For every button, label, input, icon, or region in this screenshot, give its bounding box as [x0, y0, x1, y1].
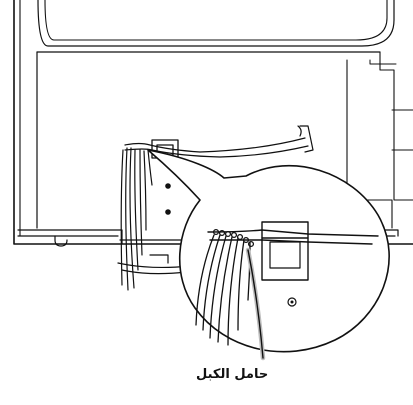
callout-leader-line	[245, 247, 266, 361]
magnifier-circle	[147, 149, 390, 353]
cable-holder-label: حامل الكبل	[196, 367, 269, 382]
screw-dots	[165, 183, 171, 215]
cable-bundle	[120, 125, 314, 291]
screw-icon	[287, 297, 297, 307]
cable-bundle-enlarged	[195, 228, 255, 346]
